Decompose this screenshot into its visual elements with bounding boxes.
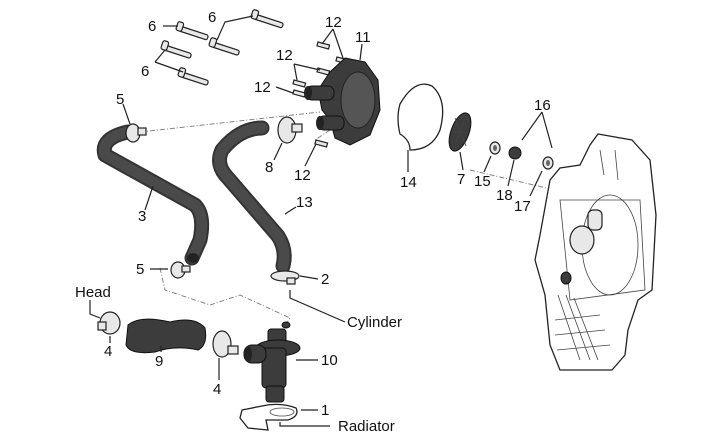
callout-15: 15	[474, 173, 491, 190]
screw-icon	[160, 40, 192, 59]
hose-clamp-2	[270, 270, 346, 323]
callout-labels: 6 6 6 12 11 12 12 5 8 12 3 13 14 7 15 18…	[75, 9, 551, 435]
callout-13: 14	[400, 174, 417, 191]
callout-17: 17	[514, 198, 531, 215]
hose-14	[212, 120, 297, 274]
gasket-13	[397, 83, 444, 172]
callout-6: 6	[148, 18, 156, 35]
callout-6: 6	[141, 63, 149, 80]
hose-clamp-8	[273, 116, 303, 161]
callout-16: 16	[534, 97, 551, 114]
screw-icon	[177, 67, 209, 86]
callout-14: 13	[296, 194, 313, 211]
callout-18: 18	[496, 187, 513, 204]
hose-clamp-4-right	[212, 330, 239, 380]
screw-icon	[208, 37, 240, 56]
screw-icon	[175, 21, 209, 41]
thermostat-housing	[243, 321, 318, 403]
hose-9	[125, 318, 207, 354]
callout-3: 3	[138, 208, 146, 225]
small-seals	[483, 111, 554, 197]
annotation-cylinder: Cylinder	[347, 314, 402, 331]
callout-12: 12	[254, 79, 271, 96]
screw-6-set	[154, 9, 284, 86]
screw-icon	[250, 9, 284, 29]
hose-clamp-4-left	[89, 300, 121, 343]
callout-6: 6	[208, 9, 216, 26]
callout-4: 4	[104, 343, 112, 360]
hose-3	[96, 124, 210, 266]
flange-1	[239, 403, 330, 431]
callout-8: 8	[265, 159, 273, 176]
callout-5: 5	[136, 261, 144, 278]
callout-1: 1	[321, 402, 329, 419]
callout-9: 9	[155, 353, 163, 370]
callout-12: 12	[325, 14, 342, 31]
callout-5: 5	[116, 91, 124, 108]
callout-12: 12	[294, 167, 311, 184]
screw-12-set	[275, 28, 350, 167]
annotation-radiator: Radiator	[338, 418, 395, 435]
hose-clamp-5-bottom	[150, 261, 191, 279]
callout-11: 11	[355, 29, 371, 46]
callout-10: 10	[321, 352, 338, 369]
annotation-head: Head	[75, 284, 111, 301]
crankcase-cover	[534, 133, 657, 371]
water-pump-cover	[304, 43, 381, 146]
impeller	[448, 112, 472, 171]
callout-7: 7	[457, 171, 465, 188]
callout-4: 4	[213, 381, 221, 398]
callout-12: 12	[276, 47, 293, 64]
hose-clamp-5-top	[122, 103, 147, 143]
callout-2: 2	[321, 271, 329, 288]
